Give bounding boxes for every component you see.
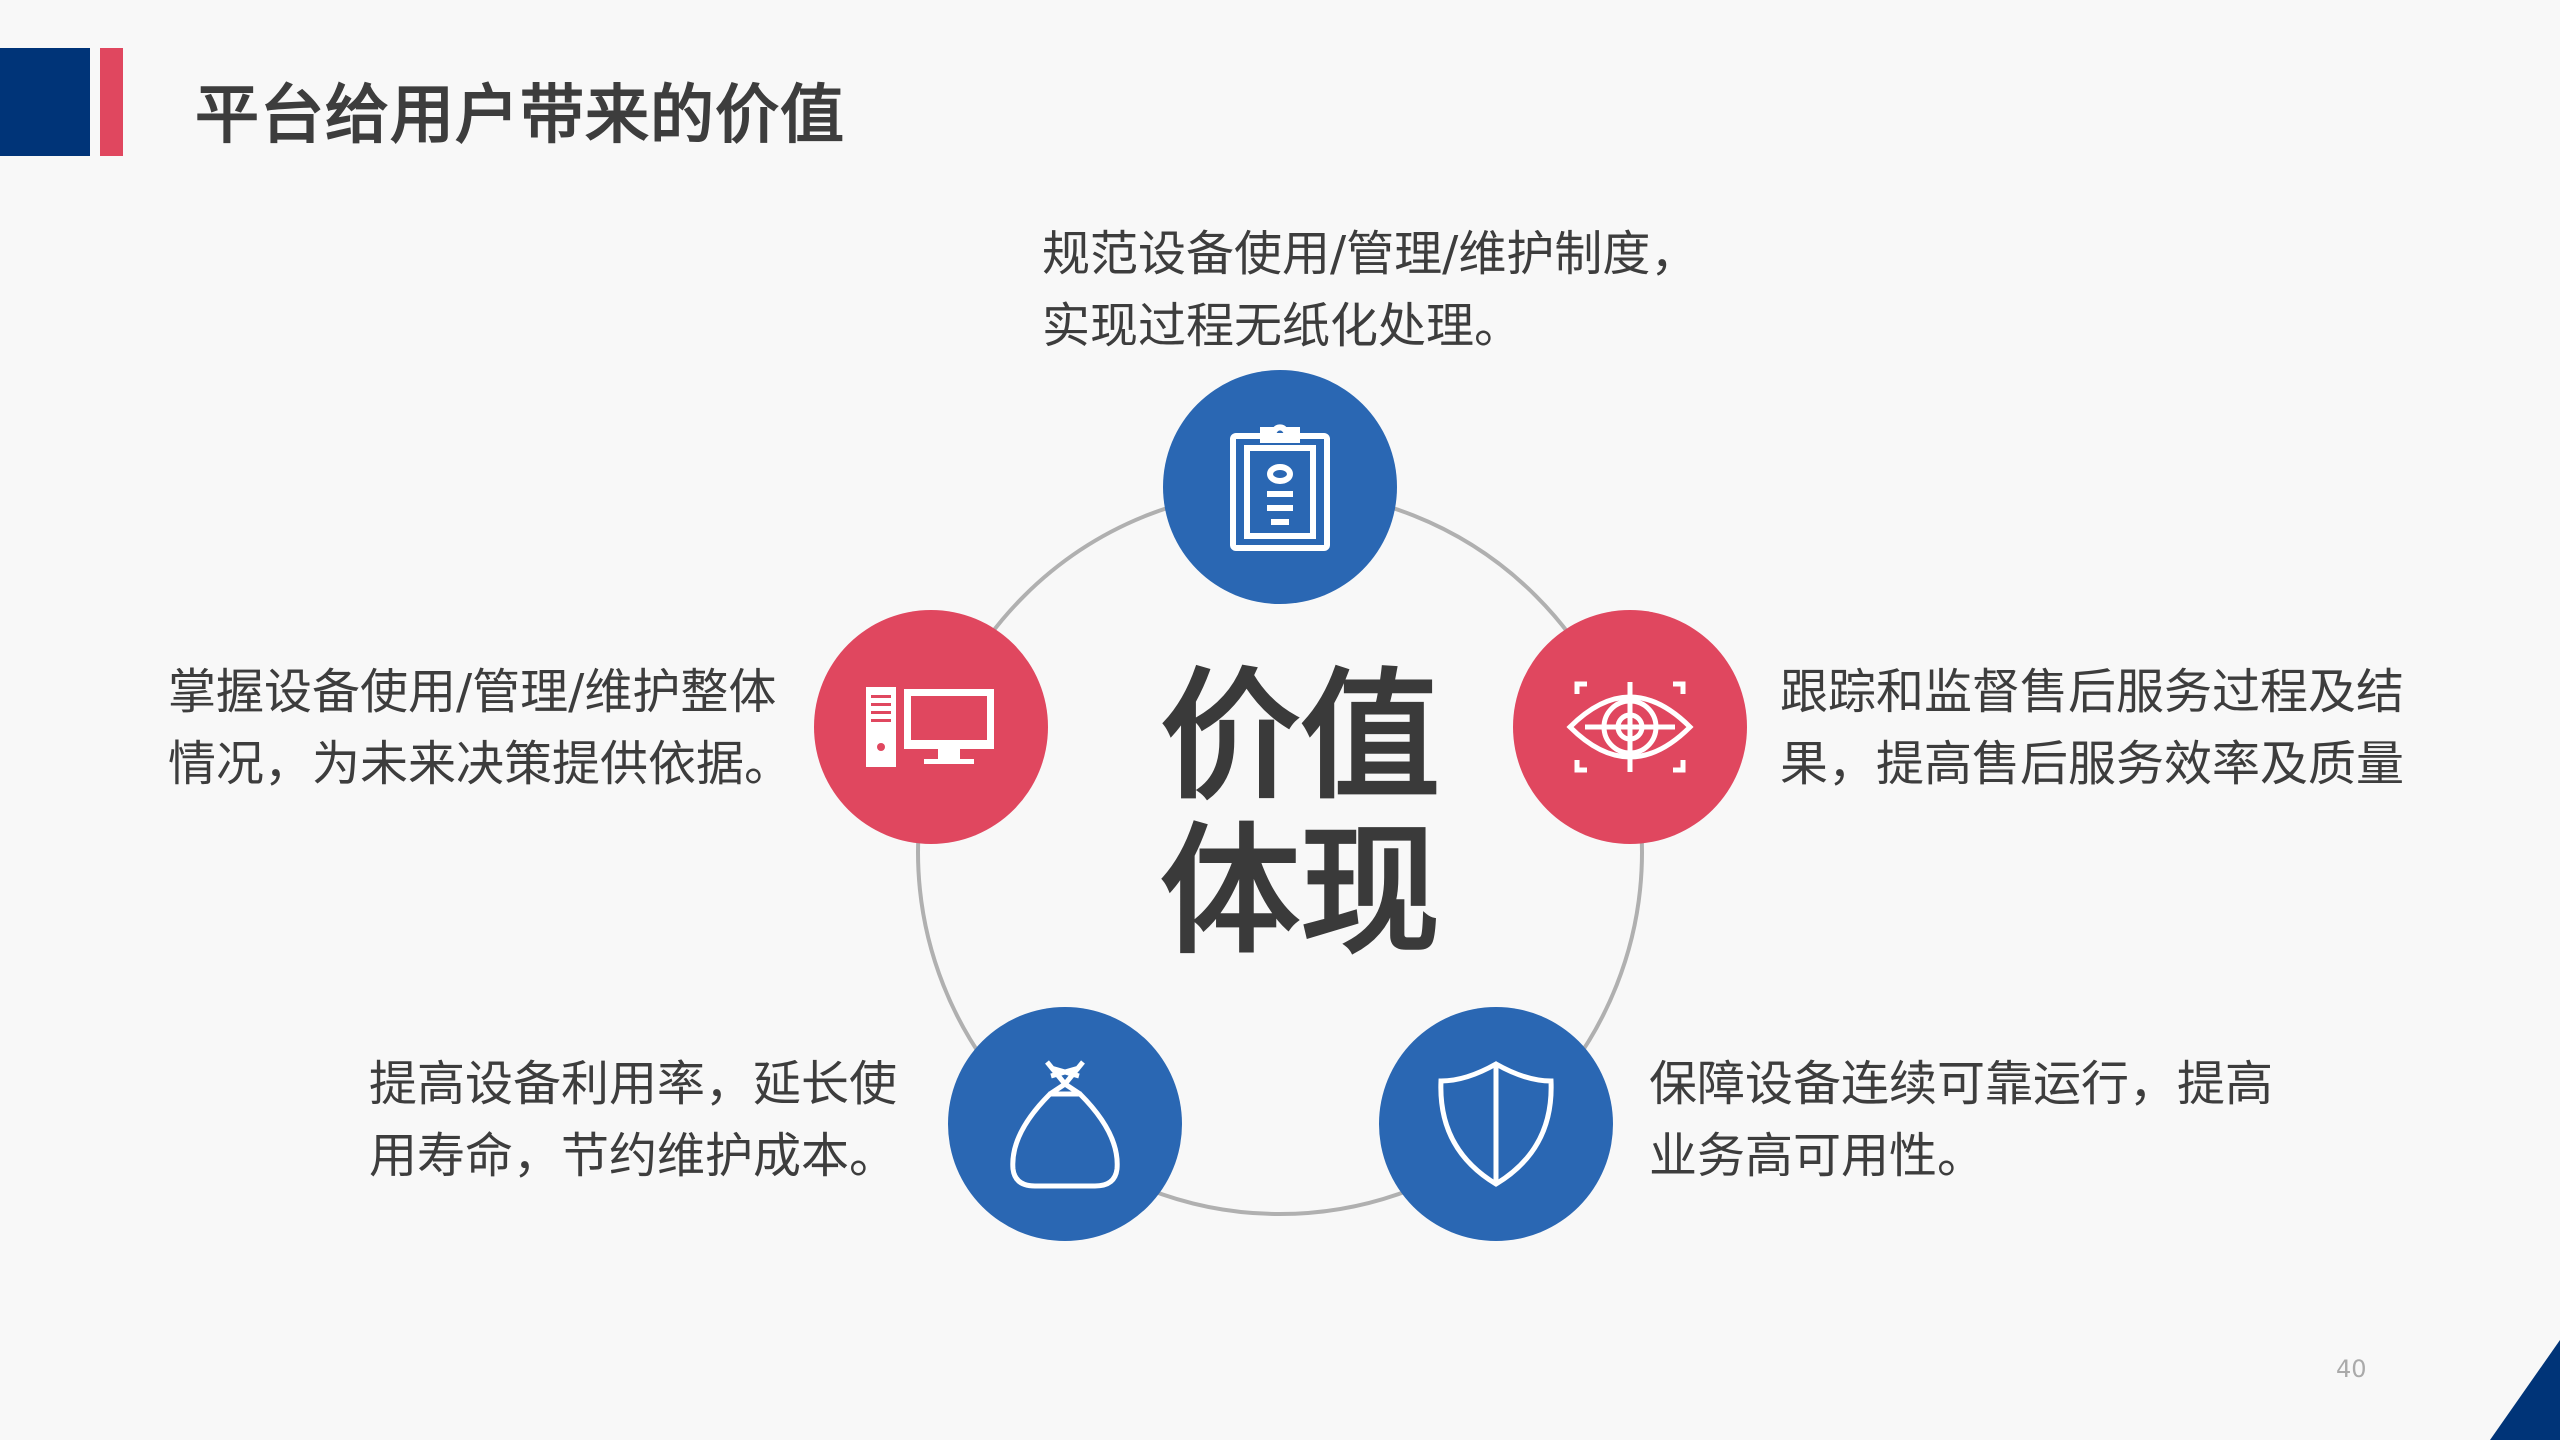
node-cost-text: 提高设备利用率，延长使 用寿命，节约维护成本。 [369, 1048, 897, 1192]
node-tracking [1513, 610, 1747, 844]
header-accent-blue [0, 48, 90, 156]
node-cost [948, 1007, 1182, 1241]
node-tracking-text: 跟踪和监督售后服务过程及结 果，提高售后服务效率及质量 [1780, 656, 2404, 800]
center-line-2: 体现 [1159, 811, 1440, 974]
eye-target-icon [1566, 681, 1694, 773]
header-accent-red [100, 48, 123, 156]
desc-line: 保障设备连续可靠运行，提高 [1649, 1056, 2274, 1112]
center-line-1: 价值 [1159, 656, 1440, 819]
corner-decoration [2490, 1340, 2560, 1440]
desc-line: 情况，为未来决策提供依据。 [168, 736, 793, 792]
desc-line: 实现过程无纸化处理。 [1042, 298, 1523, 354]
clipboard-icon [1230, 424, 1330, 551]
desc-line: 业务高可用性。 [1649, 1128, 1986, 1184]
shield-icon [1438, 1061, 1554, 1187]
page-number: 40 [2336, 1355, 2367, 1383]
node-process [1163, 370, 1397, 604]
node-overview-text: 掌握设备使用/管理/维护整体 情况，为未来决策提供依据。 [168, 656, 792, 800]
desc-line: 掌握设备使用/管理/维护整体 [168, 664, 777, 720]
page-title: 平台给用户带来的价值 [195, 79, 845, 153]
computer-icon [866, 687, 994, 767]
desc-line: 提高设备利用率，延长使 [369, 1056, 898, 1112]
node-availability-text: 保障设备连续可靠运行，提高 业务高可用性。 [1649, 1048, 2273, 1192]
node-availability [1379, 1007, 1613, 1241]
desc-line: 果，提高售后服务效率及质量 [1780, 736, 2405, 792]
desc-line: 用寿命，节约维护成本。 [369, 1128, 898, 1184]
desc-line: 规范设备使用/管理/维护制度， [1042, 226, 1699, 282]
node-process-text: 规范设备使用/管理/维护制度， 实现过程无纸化处理。 [1042, 218, 1698, 362]
center-title: 价值 体现 [1140, 660, 1460, 970]
desc-line: 跟踪和监督售后服务过程及结 [1780, 664, 2405, 720]
money-bag-icon [1010, 1060, 1120, 1189]
node-overview [814, 610, 1048, 844]
